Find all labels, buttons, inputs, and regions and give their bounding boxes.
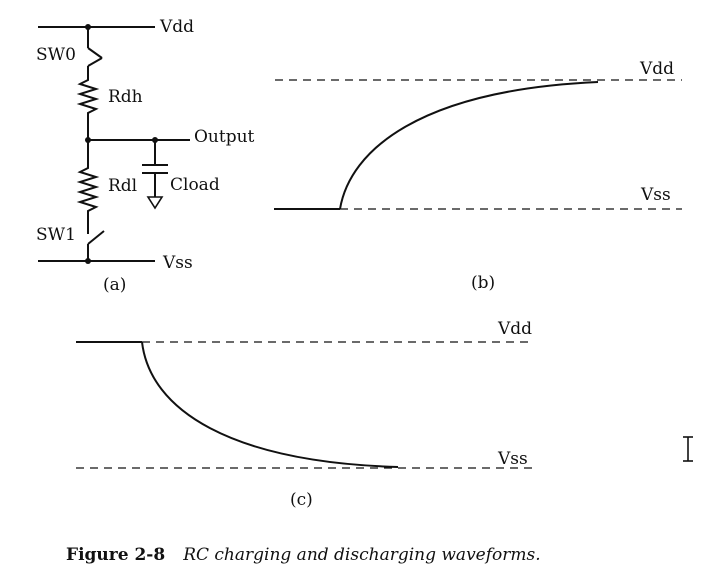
charging-vss-label: Vss xyxy=(640,185,671,205)
panel-c-label: (c) xyxy=(290,490,313,510)
rdl-resistor xyxy=(76,140,100,218)
rdl-label: Rdl xyxy=(108,176,137,196)
circuit-vss-label: Vss xyxy=(162,253,193,273)
caption-number: Figure 2-8 xyxy=(66,545,165,565)
sw1-blade xyxy=(87,230,105,245)
sw1-label: SW1 xyxy=(36,225,76,245)
charging-curve xyxy=(339,81,599,210)
discharging-waveform: Vdd Vss (c) xyxy=(76,319,532,510)
sw0-label: SW0 xyxy=(36,45,76,65)
circuit-schematic: Vdd SW0 Rdh Output Cload Rdl SW1 Vs xyxy=(36,17,255,295)
caption-text: RC charging and discharging waveforms. xyxy=(182,545,540,565)
discharging-curve xyxy=(141,341,399,468)
charging-waveform: Vdd Vss (b) xyxy=(274,59,682,293)
discharging-vss-label: Vss xyxy=(497,449,528,469)
circuit-vdd-label: Vdd xyxy=(159,17,194,37)
text-cursor-icon xyxy=(683,436,693,462)
rdh-label: Rdh xyxy=(108,87,143,107)
figure-caption: Figure 2-8 RC charging and discharging w… xyxy=(66,545,541,565)
output-label: Output xyxy=(194,127,255,147)
charging-vdd-label: Vdd xyxy=(639,59,674,79)
cload-label: Cload xyxy=(170,175,220,195)
panel-a-label: (a) xyxy=(103,275,126,295)
sw0-contact xyxy=(87,47,103,59)
panel-b-label: (b) xyxy=(471,273,495,293)
discharging-vdd-label: Vdd xyxy=(497,319,532,339)
ground-icon xyxy=(146,196,164,210)
vss-node xyxy=(85,258,91,264)
rdh-resistor xyxy=(76,74,100,140)
sw0-blade xyxy=(87,57,103,67)
